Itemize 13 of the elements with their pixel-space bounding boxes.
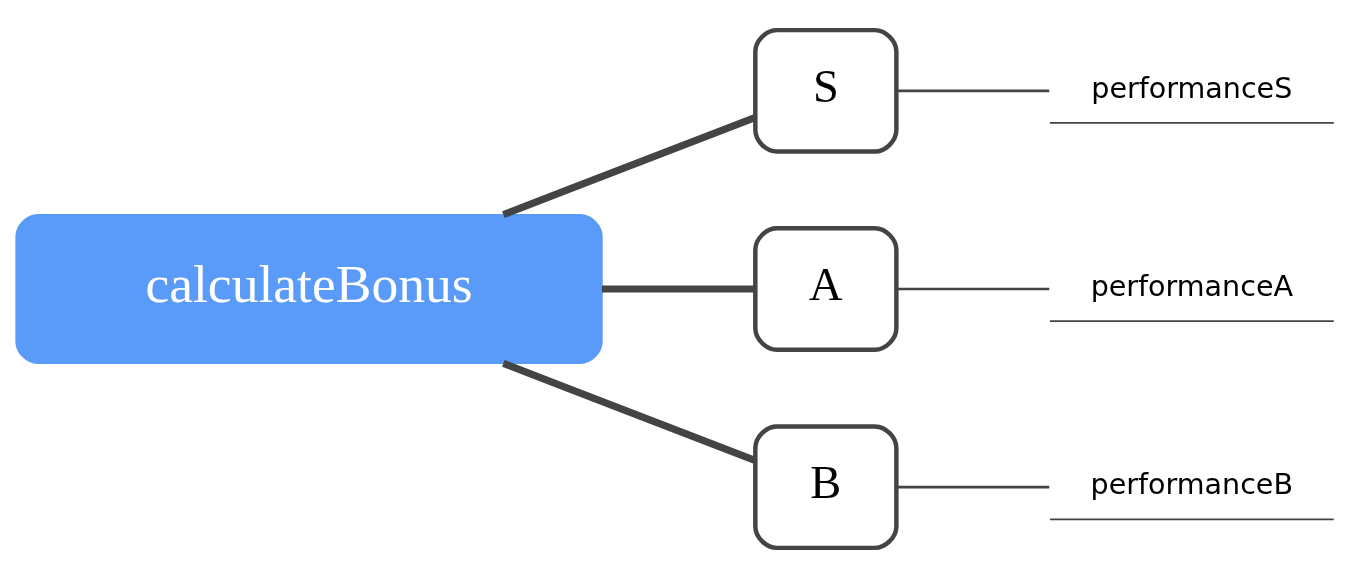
node-text: performanceB [1090, 466, 1294, 501]
node-box: S [753, 27, 899, 154]
connector [502, 114, 757, 218]
connector [896, 485, 1050, 489]
node-box: calculateBonus [15, 214, 603, 364]
node-box: B [753, 424, 899, 551]
connector [896, 287, 1050, 291]
connector [896, 89, 1050, 93]
node-text: performanceA [1090, 268, 1294, 303]
node-text: performanceS [1091, 70, 1293, 105]
connector [601, 285, 755, 293]
node-box: A [753, 226, 899, 352]
connector [502, 360, 757, 464]
